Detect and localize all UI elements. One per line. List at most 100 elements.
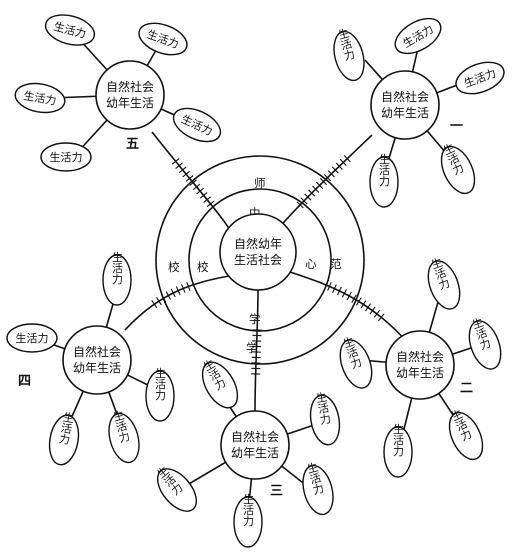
branch-1-tick — [331, 166, 339, 174]
hub-1-line1: 自然社会 — [381, 89, 429, 104]
branch-5-tick — [178, 166, 187, 174]
ring-label-outer-right: 范 — [330, 257, 342, 271]
branch-1-tick — [323, 174, 331, 182]
hub-1-number: 一 — [450, 119, 463, 134]
hub-2-line2: 幼年生活 — [396, 366, 444, 380]
branch-2-tick — [351, 294, 357, 303]
hub-group-2: 生活力 生活力 生活力 生活力 生活力 自然社会 幼年生活 二 — [339, 255, 502, 478]
hub-group-3: 生活力 生活力 生活力 生活力 生活力 自然社会 幼年生活 三 — [153, 356, 341, 548]
branch-4-tick — [175, 286, 181, 295]
branch-4-tick — [170, 288, 176, 298]
leaf-3-2-label: 生活力 — [313, 390, 332, 426]
branch-2-tick — [377, 313, 385, 322]
branch-5-tick — [185, 175, 194, 182]
leaf-2-5 — [383, 426, 413, 478]
hub-2 — [385, 330, 455, 400]
hub-4-line1: 自然社会 — [73, 344, 121, 359]
hub-5-line1: 自然社会 — [106, 79, 154, 94]
leaf-3-4-label: 生活力 — [242, 492, 255, 526]
branch-4-tick — [155, 297, 162, 306]
branch-1-tick — [308, 189, 316, 197]
branch-1-tick — [319, 177, 328, 186]
leaf-1-2 — [394, 17, 442, 55]
center-hub — [219, 213, 297, 291]
leaf-5-2 — [138, 22, 188, 56]
hub-5-number: 五 — [126, 137, 139, 152]
leaf-3-3 — [302, 464, 334, 516]
leaf-4-4-label: 生活力 — [57, 410, 76, 446]
hub-4-line2: 幼年生活 — [73, 361, 121, 375]
branch-5-tick — [206, 200, 215, 208]
branch-2-tick — [332, 284, 337, 293]
leaf-1-1 — [333, 30, 365, 82]
branch-4-tick — [165, 291, 172, 300]
leaf-1-5-label: 生活力 — [378, 152, 391, 186]
branch-5-tick — [192, 183, 201, 191]
hub-2-number: 二 — [460, 381, 473, 396]
branch-2-tick — [336, 286, 342, 296]
hub-5-line2: 幼年生活 — [106, 96, 154, 110]
branch-5-tick — [199, 192, 208, 199]
branch-1-tick — [343, 154, 351, 163]
branch-2-tick — [373, 309, 381, 318]
leaf-1-5 — [369, 156, 399, 208]
center-text-line1: 自然幼年 — [234, 236, 282, 251]
branch-ticks — [151, 154, 385, 375]
leaf-4-2 — [6, 323, 58, 353]
hub-3-line1: 自然社会 — [231, 429, 279, 444]
hub-3-number: 三 — [270, 484, 283, 499]
leaf-1-4 — [440, 145, 476, 195]
branch-4 — [124, 275, 230, 331]
branch-3 — [254, 287, 259, 413]
branch-2-tick — [355, 297, 362, 306]
branch-1-tick — [300, 197, 308, 205]
leaf-2-2 — [468, 320, 502, 370]
leaf-3-1 — [201, 361, 239, 409]
branch-2-tick — [365, 303, 372, 312]
hub-4-number: 四 — [18, 374, 31, 389]
leaf-4-2-label: 生活力 — [16, 331, 49, 345]
leaf-2-3 — [339, 339, 373, 389]
hub-group-4: 生活力 生活力 生活力 生活力 生活力 自然社会 幼年生活 四 — [6, 250, 175, 466]
branch-4-tick — [181, 284, 186, 293]
ring-label-inner-right: 心 — [305, 257, 317, 271]
leaf-3-5 — [156, 468, 198, 512]
leaf-2-4 — [448, 411, 484, 461]
hub-1-line2: 幼年生活 — [381, 106, 429, 120]
branch-4-tick — [160, 294, 167, 303]
branch-1-tick — [339, 158, 347, 167]
middle-ring — [188, 188, 332, 332]
branch-4-tick — [186, 282, 191, 291]
leaf-4-4 — [48, 414, 80, 466]
ring-label-outer-bottom: 学 — [246, 341, 258, 355]
branch-5-tick — [196, 187, 204, 195]
branch-5 — [151, 131, 236, 239]
leaf-4-3-label: 生活力 — [154, 366, 167, 400]
branch-2-tick — [327, 282, 332, 291]
hub-2-line1: 自然社会 — [396, 349, 444, 364]
leaf-5-3 — [14, 82, 66, 114]
hub-group-5: 生活力 生活力 生活力 生活力 生活力 自然社会 幼年生活 五 — [14, 14, 222, 172]
leaf-5-4 — [172, 107, 222, 143]
hub-group-1: 生活力 生活力 生活力 生活力 生活力 自然社会 幼年生活 一 — [333, 17, 505, 208]
ring-label-inner-left: 校 — [197, 260, 209, 274]
branch-1-tick — [296, 201, 304, 209]
branch-4-tick — [151, 300, 158, 309]
leaf-4-3 — [145, 370, 175, 422]
leaf-2-5-label: 生活力 — [392, 422, 405, 456]
branch-1-tick — [304, 193, 312, 201]
hub-5 — [95, 60, 165, 130]
branch-5-tick — [182, 170, 190, 178]
branch-1-tick — [327, 170, 335, 178]
branch-5-tick — [175, 162, 183, 169]
leaf-3-2 — [309, 394, 341, 446]
hub-4 — [62, 325, 132, 395]
branch-5-tick — [203, 196, 211, 203]
branch-5-tick — [189, 179, 197, 186]
leaf-5-5-label: 生活力 — [50, 150, 83, 164]
leaf-5-3-label: 生活力 — [23, 88, 58, 108]
center-text-line2: 生活社会 — [234, 252, 282, 267]
branch-1-tick — [335, 162, 343, 170]
